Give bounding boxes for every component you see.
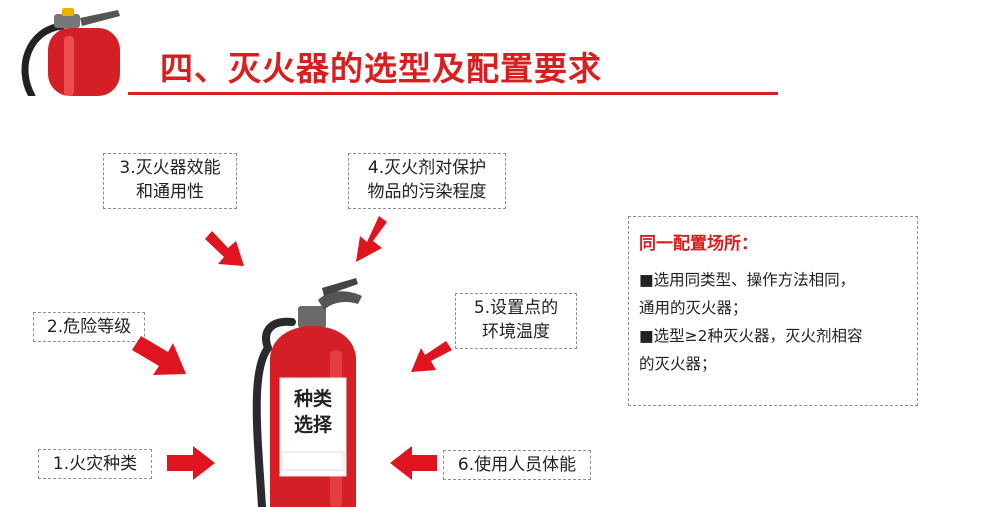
- factor-hazard-level: 2.危险等级: [33, 312, 145, 342]
- panel-line: 通用的灭火器；: [639, 299, 748, 317]
- factor-pollution: 4.灭火剂对保护 物品的污染程度: [348, 153, 506, 209]
- panel-line: ■选用同类型、操作方法相同，: [639, 271, 856, 289]
- extinguisher-label: 种类 选择: [293, 388, 332, 436]
- factor-user-ability: 6.使用人员体能: [443, 450, 591, 480]
- panel-title: 同一配置场所：: [639, 234, 758, 254]
- fire-extinguisher-icon: [21, 8, 120, 96]
- panel-line: ■选型≥2种灭火器，灭火剂相容: [639, 327, 863, 345]
- factor-temperature: 5.设置点的 环境温度: [455, 293, 577, 349]
- page-title: 四、灭火器的选型及配置要求: [160, 49, 602, 88]
- configuration-panel: 同一配置场所： ■选用同类型、操作方法相同， 通用的灭火器； ■选型≥2种灭火器…: [628, 216, 918, 406]
- factor-efficiency: 3.灭火器效能 和通用性: [103, 153, 237, 209]
- factor-fire-type: 1.火灾种类: [38, 449, 152, 479]
- title-underline: [128, 92, 778, 95]
- panel-line: 的灭火器；: [639, 355, 717, 373]
